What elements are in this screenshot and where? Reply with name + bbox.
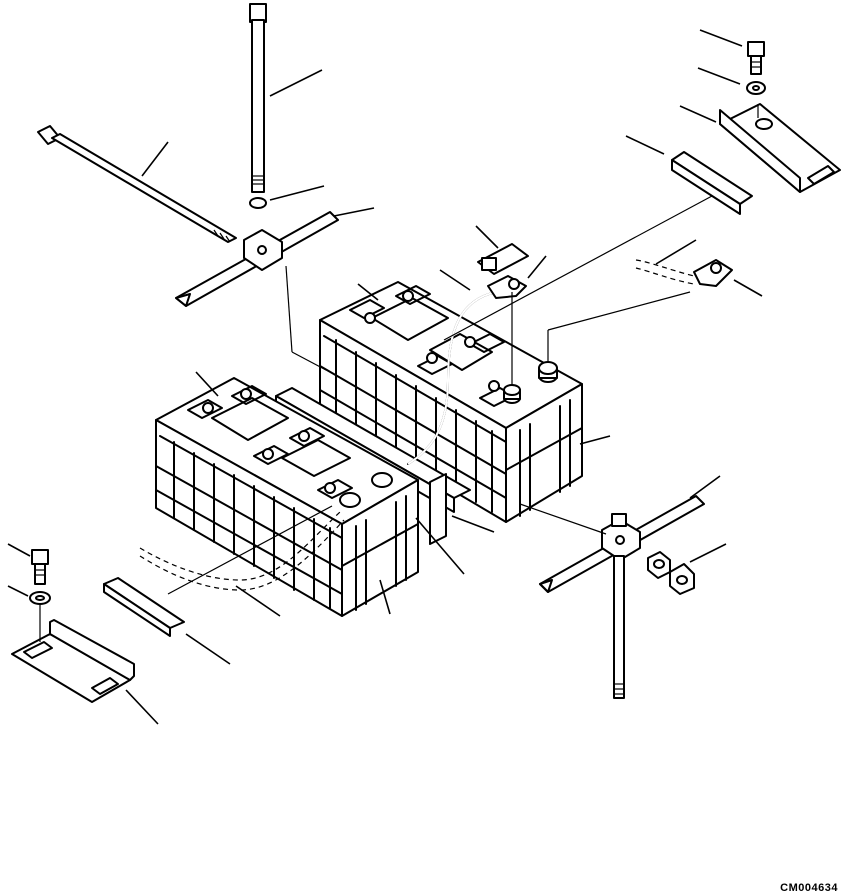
pad-bottom-left	[103, 577, 185, 637]
bracket-top-right	[719, 103, 841, 193]
clamp-bar-bottom-right	[539, 495, 705, 593]
assembly-connection-lines	[39, 104, 759, 642]
pad-top-right	[671, 151, 753, 215]
washer-top-right	[746, 81, 766, 95]
connecting-cable	[407, 275, 527, 465]
nut-2	[669, 563, 695, 595]
callout-leader-lines	[7, 29, 763, 725]
terminal-connector	[477, 243, 529, 275]
bolt-top-right	[747, 41, 765, 75]
drawing-code-label: CM004634	[780, 882, 838, 894]
bolt-bottom-left	[31, 549, 49, 585]
clamp-bar-top-left	[175, 211, 339, 307]
battery-left	[155, 377, 419, 617]
washer-bottom-left	[29, 591, 51, 605]
bracket-bottom-left	[11, 619, 135, 703]
nut-1	[647, 551, 671, 579]
battery-hold-down-rod-vertical	[249, 3, 267, 209]
ground-cable-left	[139, 511, 345, 591]
battery-hold-down-rod-diagonal	[37, 125, 237, 243]
terminal-clamp-right	[635, 259, 733, 287]
battery-right	[319, 281, 583, 523]
battery-hold-down-rod-bottom-right	[611, 513, 627, 699]
